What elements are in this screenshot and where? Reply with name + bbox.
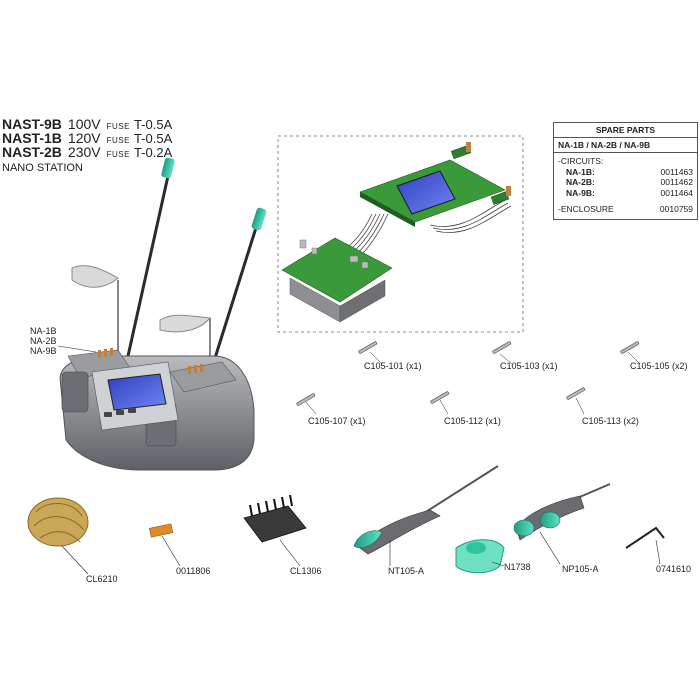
fuse-value: T-0.5A [133,117,173,132]
part-label-np105a: NP105-A [562,564,599,574]
cartridge-label: C105-107 (x1) [308,416,366,426]
station-screen [107,373,167,411]
holder-cup [159,314,212,333]
station-label: NA-9B [30,346,57,356]
part-label-0011806: 0011806 [176,566,211,576]
circuit-board-assembly [281,142,512,323]
cartridge-label: C105-112 (x1) [444,416,501,426]
model-name: NAST-9B [2,116,62,132]
hex-key [625,526,665,565]
main-board [281,237,393,303]
model-name: NAST-1B [2,130,62,146]
cartridge [430,391,450,415]
model-name: NAST-2B [2,144,62,160]
cartridge [492,341,513,365]
cartridge-label: C105-105 (x2) [630,361,688,371]
fuse-label: FUSE [106,150,130,159]
part-label-cl6210: CL6210 [86,574,118,584]
model-voltage: 100V [67,116,101,132]
cartridge-label: C105-101 (x1) [364,361,422,371]
small-orange-part [149,523,181,567]
nano-station-unit [57,157,267,471]
circuit-row: NA-1B:0011463 [566,166,693,177]
brass-wool-cleaner [27,497,89,575]
pcb-detail-frame [277,135,524,333]
cartridge [566,387,586,415]
circuit-row: NA-2B:0011462 [566,177,693,187]
product-subtitle: NANO STATION [2,162,83,174]
spare-parts-models: NA-1B / NA-2B / NA-9B [554,138,697,153]
circuit-row: NA-9B:0011464 [566,187,693,198]
fuse-value: T-0.5A [133,131,173,146]
cleaning-brush [243,494,307,567]
cartridge [296,393,317,415]
fuse-label: FUSE [106,136,130,145]
part-label-cl1306: CL1306 [290,566,322,576]
cartridge-label: C105-103 (x1) [500,361,558,371]
model-voltage: 230V [67,144,101,160]
station-label: NA-2B [30,336,57,346]
fuse-label: FUSE [106,122,130,131]
model-voltage: 120V [67,130,101,146]
station-buttons [104,408,136,417]
part-label-nt105a: NT105-A [388,566,425,576]
cartridge-set [296,341,641,415]
np105-tweezers [513,483,611,565]
part-label-0741610: 0741610 [656,564,692,574]
cartridge-label: C105-113 (x2) [582,416,639,426]
spare-parts-table: SPARE PARTS NA-1B / NA-2B / NA-9B -CIRCU… [553,122,698,220]
holder-cup [71,265,119,288]
spare-parts-title: SPARE PARTS [554,123,697,138]
display-screen [396,170,456,215]
cartridge [358,341,383,365]
fuse-value: T-0.2A [133,145,173,160]
station-label: NA-1B [30,326,57,336]
n1738-holder [455,539,505,574]
circuits-label-row: -CIRCUITS: [558,156,604,166]
part-label-n1738: N1738 [504,562,531,572]
cartridge [620,341,641,365]
nt105-handpiece [353,465,499,566]
